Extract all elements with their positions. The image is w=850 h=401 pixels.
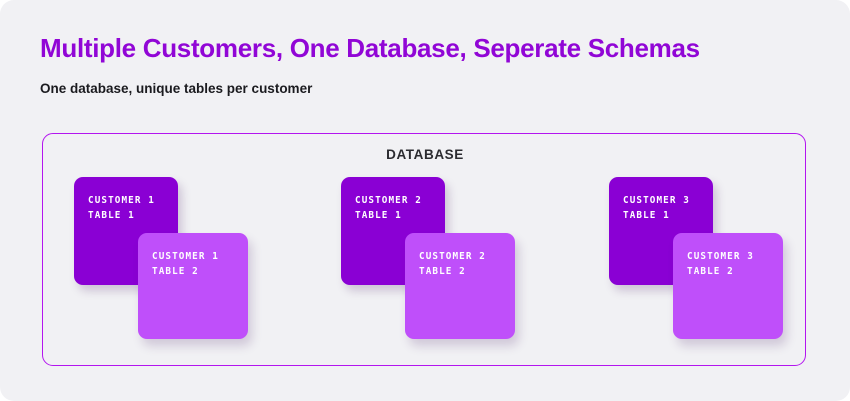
card-customer-label: CUSTOMER 3 bbox=[623, 195, 690, 206]
page-title: Multiple Customers, One Database, Sepera… bbox=[40, 33, 700, 63]
card-table-label: TABLE 2 bbox=[687, 266, 734, 277]
page-subtitle: One database, unique tables per customer bbox=[40, 81, 313, 96]
table-card-secondary: CUSTOMER 3 TABLE 2 bbox=[673, 233, 783, 339]
card-table-label: TABLE 2 bbox=[152, 266, 199, 277]
card-table-label: TABLE 2 bbox=[419, 266, 466, 277]
card-customer-label: CUSTOMER 2 bbox=[419, 251, 486, 262]
table-card-primary: CUSTOMER 2 TABLE 1 bbox=[341, 177, 445, 285]
card-table-label: TABLE 1 bbox=[355, 210, 402, 221]
database-label: DATABASE bbox=[386, 147, 464, 162]
card-customer-label: CUSTOMER 1 bbox=[88, 195, 155, 206]
card-customer-label: CUSTOMER 2 bbox=[355, 195, 422, 206]
card-customer-label: CUSTOMER 3 bbox=[687, 251, 754, 262]
card-table-label: TABLE 1 bbox=[88, 210, 135, 221]
customer-group: CUSTOMER 1 TABLE 1 CUSTOMER 1 TABLE 2 bbox=[74, 0, 259, 401]
table-card-secondary: CUSTOMER 2 TABLE 2 bbox=[405, 233, 515, 339]
customer-group: CUSTOMER 3 TABLE 1 CUSTOMER 3 TABLE 2 bbox=[609, 0, 794, 401]
card-table-label: TABLE 1 bbox=[623, 210, 670, 221]
database-container bbox=[42, 133, 806, 366]
customer-group: CUSTOMER 2 TABLE 1 CUSTOMER 2 TABLE 2 bbox=[341, 0, 526, 401]
card-customer-label: CUSTOMER 1 bbox=[152, 251, 219, 262]
table-card-secondary: CUSTOMER 1 TABLE 2 bbox=[138, 233, 248, 339]
